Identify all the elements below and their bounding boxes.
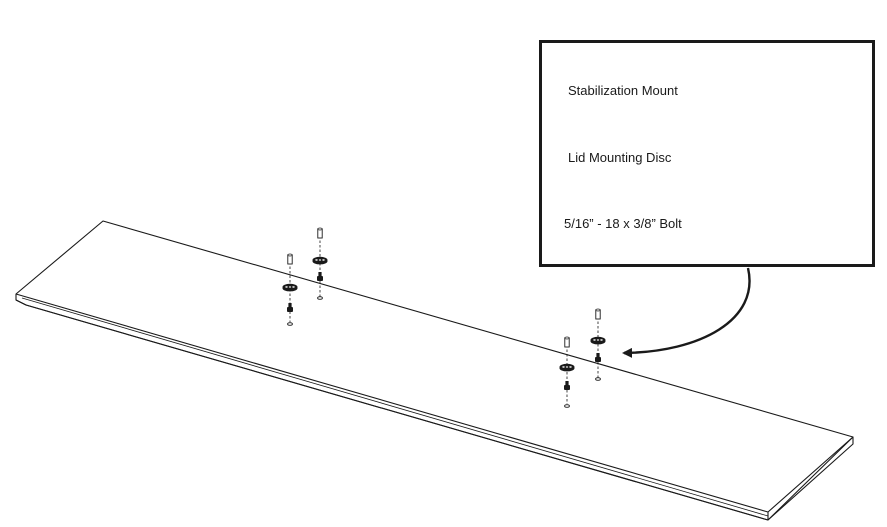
stabilization-mount-part [287, 253, 293, 265]
lid-mounting-disc-part [590, 336, 606, 345]
mount-hole [317, 296, 323, 300]
hardware-stack-3 [559, 336, 575, 408]
legend-label-lid-mounting-disc: Lid Mounting Disc [568, 150, 672, 165]
stabilization-mount-part [317, 227, 323, 239]
bolt-part [317, 272, 323, 281]
lid-mounting-disc-part [282, 283, 298, 292]
stabilization-mount-part [564, 336, 570, 348]
legend-label-bolt: 5/16” - 18 x 3/8” Bolt [564, 216, 682, 231]
lid-mounting-disc-part [312, 256, 328, 265]
legend-label-stabilization-mount: Stabilization Mount [568, 83, 678, 98]
bolt-part [595, 353, 601, 362]
hardware-stack-2 [312, 227, 328, 300]
hardware-stack-4 [590, 308, 606, 381]
stabilization-mount-part [595, 308, 601, 320]
mount-hole [564, 404, 570, 408]
hardware-stack-1 [282, 253, 298, 326]
mount-hole [595, 377, 601, 381]
callout-arrow [622, 267, 751, 358]
mount-hole [287, 322, 293, 326]
lid-mounting-disc-part [559, 363, 575, 372]
parts-legend [539, 40, 875, 267]
lid-board [15, 220, 854, 521]
